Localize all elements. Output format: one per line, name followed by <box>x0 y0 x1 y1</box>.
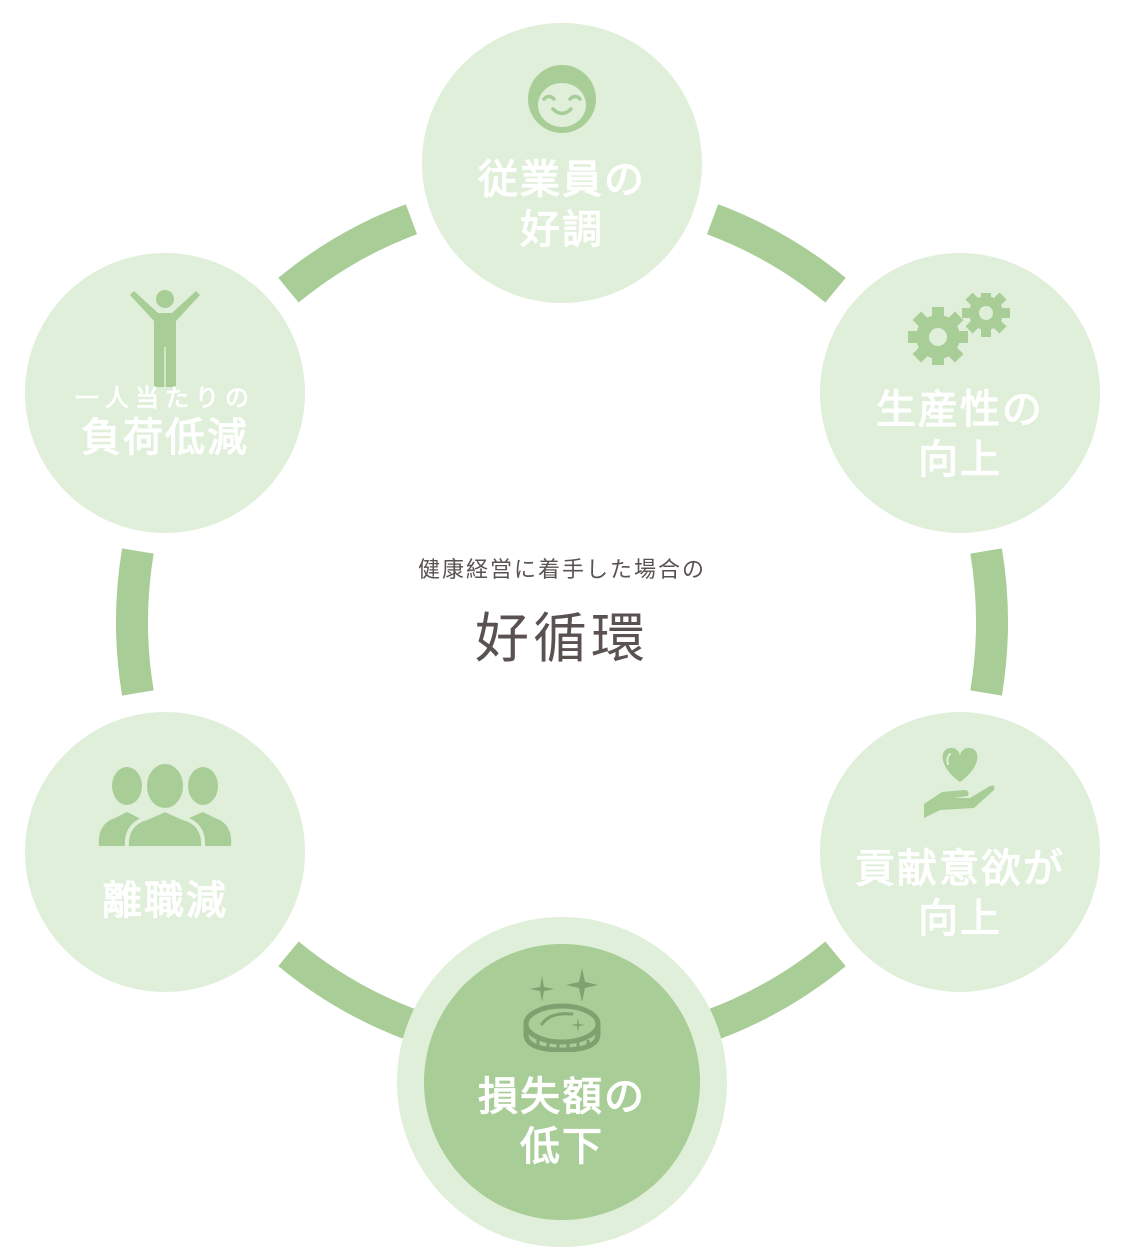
gears-icon <box>908 293 1010 365</box>
node-contribution-motivation: 貢献意欲が向上 <box>820 712 1100 992</box>
node-label: 従業員の好調 <box>478 157 646 253</box>
group-people-icon <box>98 762 232 846</box>
ring-connector-arc <box>278 941 418 1040</box>
smiling-face-icon <box>528 65 596 133</box>
ring-connector-arc <box>970 548 1008 696</box>
node-label: 一人当たりの 負荷低減 <box>75 384 255 461</box>
node-label: 離職減 <box>102 878 228 924</box>
node-employee-wellbeing: 従業員の好調 <box>422 23 702 303</box>
coin-sparkle-icon <box>523 968 601 1052</box>
ring-connector-arc <box>706 941 846 1040</box>
node-workload-reduction: 一人当たりの 負荷低減 <box>25 253 305 533</box>
ring-connector-arc <box>278 204 418 303</box>
heart-in-hand-icon <box>924 747 995 818</box>
node-label: 生産性の向上 <box>876 387 1044 483</box>
ring-connector-arc <box>116 548 154 696</box>
node-turnover-reduction: 離職減 <box>25 712 305 992</box>
node-label: 貢献意欲が向上 <box>855 846 1065 942</box>
center-title: 好循環 <box>475 607 649 670</box>
node-loss-reduction: 損失額の低下 <box>424 944 700 1220</box>
center-title-block: 健康経営に着手した場合の 好循環 <box>300 552 824 673</box>
center-subtitle: 健康経営に着手した場合の <box>417 558 706 583</box>
person-arms-raised-icon <box>130 290 200 387</box>
node-label: 損失額の低下 <box>478 1074 646 1170</box>
ring-connector-arc <box>706 204 846 303</box>
node-productivity: 生産性の向上 <box>820 253 1100 533</box>
